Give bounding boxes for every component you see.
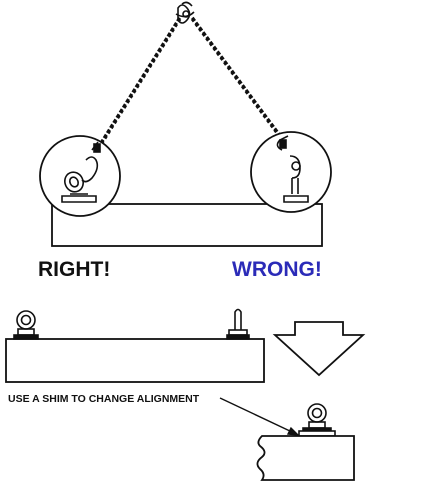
wrong-detail-circle — [250, 131, 332, 213]
eyebolt-icon — [276, 135, 309, 203]
eyebolt-icon — [13, 310, 39, 340]
base-block — [256, 435, 355, 481]
leader-arrow — [219, 397, 300, 436]
right-chain — [189, 16, 290, 149]
down-arrow-icon — [272, 321, 366, 377]
plate-block — [5, 338, 265, 383]
right-label: RIGHT! — [38, 258, 110, 281]
shim-note: USE A SHIM TO CHANGE ALIGNMENT — [8, 393, 200, 405]
shimmed-eyebolt-icon — [298, 403, 336, 437]
eyebolt-icon — [61, 141, 101, 203]
eyebolt-side-icon — [226, 308, 250, 340]
left-chain — [97, 16, 183, 149]
wrong-label: WRONG! — [232, 258, 322, 281]
crane-hook-icon — [175, 1, 195, 24]
